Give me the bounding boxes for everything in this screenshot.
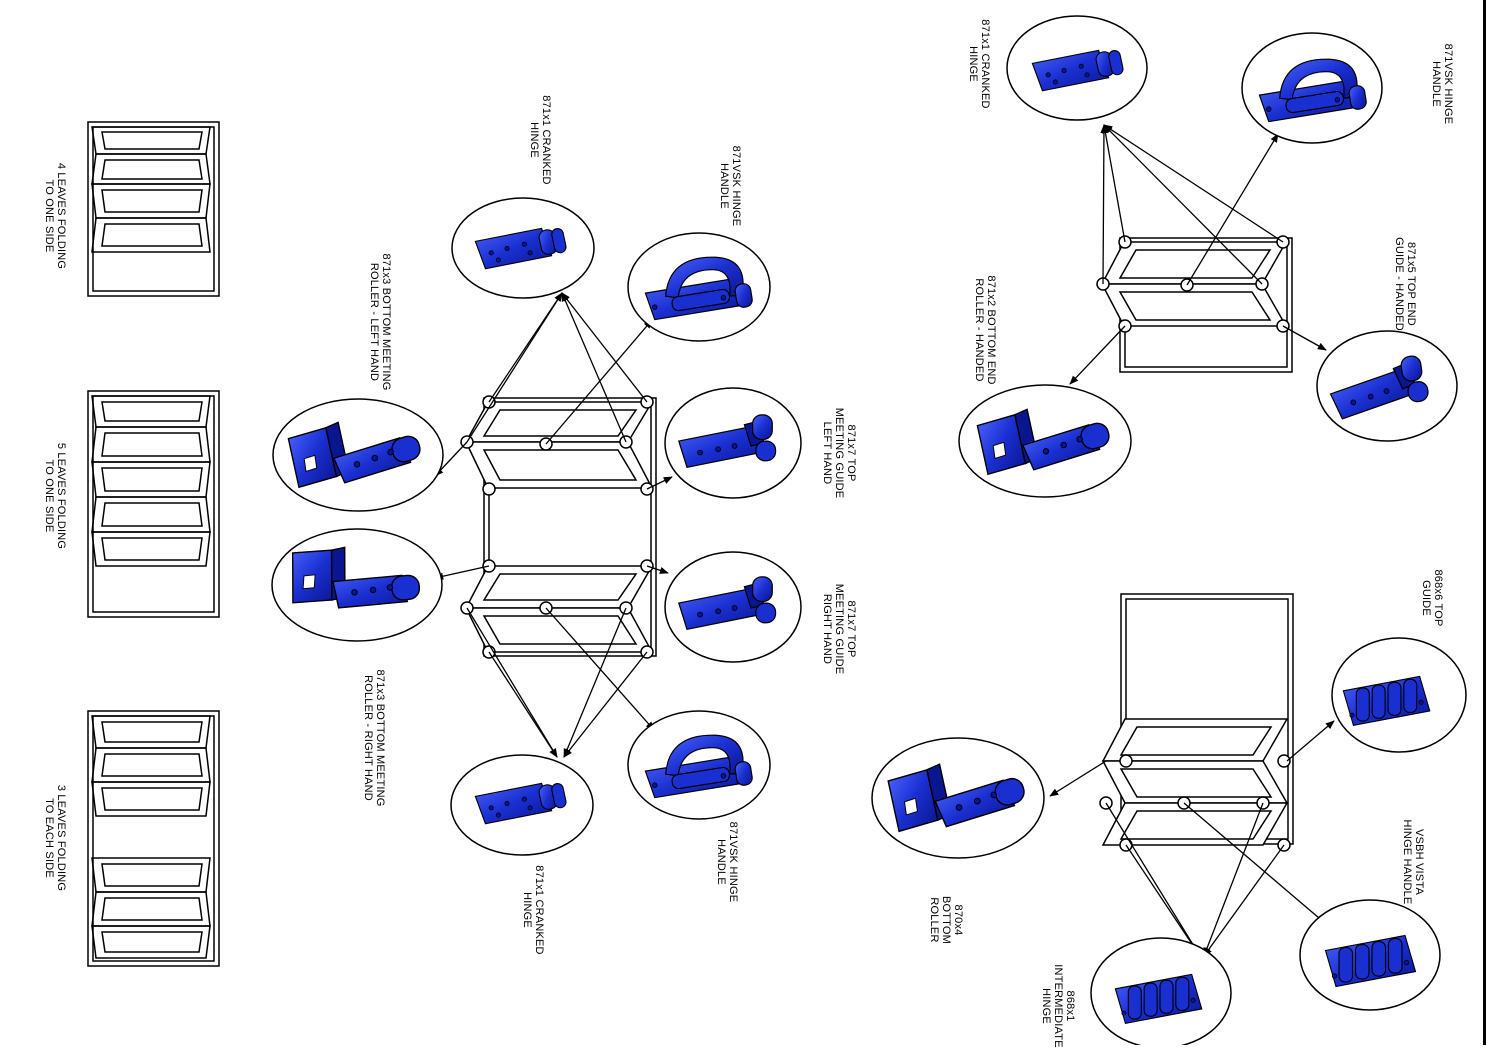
layout-3-each-side — [87, 710, 220, 967]
center-door-assembly — [460, 395, 657, 659]
label-center-hinge-handle-bottom: 871VSK HINGE HANDLE — [715, 821, 739, 903]
center-leader-lines — [434, 292, 673, 758]
label-3-each-side: 3 LEAVES FOLDING TO EACH SIDE — [43, 784, 67, 892]
label-center-hinge-handle-top: 871VSK HINGE HANDLE — [718, 145, 742, 227]
right-bottom-leader-lines — [1049, 720, 1335, 957]
label-center-cranked-hinge-bottom: 871x1 CRANKED HINGE — [521, 865, 545, 955]
layout-5-leaves — [87, 390, 220, 618]
label-center-bottom-roller-left: 871x3 BOTTOM MEETING ROLLER - LEFT HAND — [368, 253, 392, 391]
label-center-cranked-hinge-top: 871x1 CRANKED HINGE — [528, 95, 552, 185]
label-5-leaves: 5 LEAVES FOLDING TO ONE SIDE — [43, 442, 67, 550]
label-right-top-hinge-handle: 871VSK HINGE HANDLE — [1430, 43, 1454, 125]
label-right-top-end-guide: 871x5 TOP END GUIDE - HANDED — [1393, 237, 1417, 331]
right-top-door-assembly — [1096, 235, 1293, 373]
label-right-bottom-top-guide: 868x6 TOP GUIDE — [1420, 569, 1444, 627]
right-bottom-door-assembly — [1099, 593, 1294, 852]
layout-4-leaves — [87, 121, 220, 297]
label-right-top-cranked-hinge: 871x1 CRANKED HINGE — [967, 19, 991, 109]
right-top-leader-lines — [1069, 124, 1327, 385]
label-4-leaves: 4 LEAVES FOLDING TO ONE SIDE — [43, 162, 67, 270]
label-right-vista-handle: VSBH VISTA HINGE HANDLE — [1401, 819, 1425, 905]
label-center-top-guide-right: 871x7 TOP MEETING GUIDE RIGHT HAND — [821, 583, 857, 675]
label-right-bottom-end-roller: 871x2 BOTTOM END ROLLER - HANDED — [973, 275, 997, 385]
label-right-intermediate-hinge: 868x1 INTERMEDIATE HINGE — [1040, 964, 1076, 1048]
label-center-bottom-roller-right: 871x3 BOTTOM MEETING ROLLER - RIGHT HAND — [362, 669, 386, 807]
label-right-bottom-roller: 870x4 BOTTOM ROLLER — [928, 895, 964, 945]
label-center-top-guide-left: 871x7 TOP MEETING GUIDE LEFT HAND — [821, 407, 857, 499]
